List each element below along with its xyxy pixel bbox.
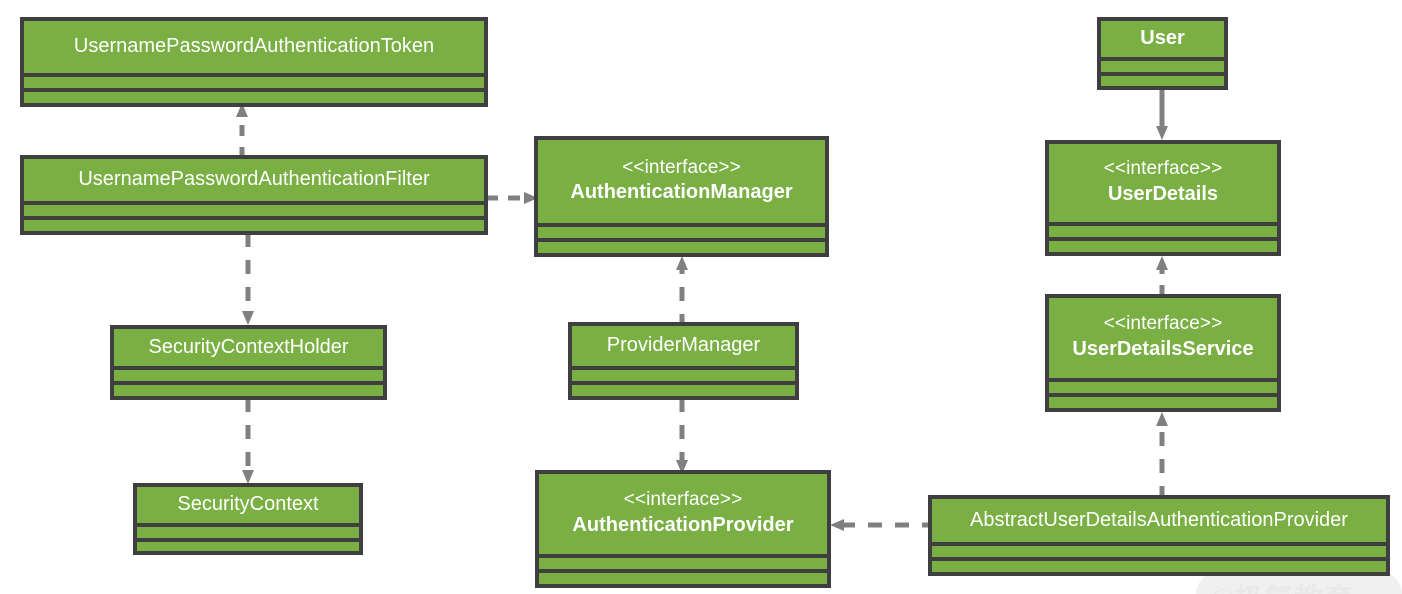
class-name: UserDetails	[1107, 182, 1219, 205]
attributes-compartment	[114, 366, 383, 381]
stereotype-label: <<interface>>	[623, 489, 743, 511]
operations-compartment	[538, 238, 825, 253]
connector-filter-to-token	[232, 100, 252, 158]
operations-compartment	[24, 88, 484, 103]
operations-compartment	[539, 569, 827, 584]
operations-compartment	[932, 557, 1386, 572]
class-box-user-details-service[interactable]: <<interface>> UserDetailsService	[1045, 294, 1281, 412]
connector-abstract-provider-to-user-details-service	[1152, 408, 1172, 500]
class-name: AuthenticationManager	[570, 181, 793, 204]
name-compartment: ProviderManager	[572, 326, 795, 366]
attributes-compartment	[1101, 57, 1224, 72]
class-box-abstract-user-details-authentication-provider[interactable]: AbstractUserDetailsAuthenticationProvide…	[928, 495, 1390, 576]
class-box-authentication-provider[interactable]: <<interface>> AuthenticationProvider	[535, 470, 831, 588]
class-box-security-context[interactable]: SecurityContext	[133, 483, 363, 555]
class-name: SecurityContext	[177, 493, 319, 515]
attributes-compartment	[932, 542, 1386, 557]
attributes-compartment	[137, 523, 359, 538]
class-name: AbstractUserDetailsAuthenticationProvide…	[970, 508, 1348, 531]
attributes-compartment	[24, 201, 484, 216]
operations-compartment	[114, 381, 383, 396]
name-compartment: SecurityContextHolder	[114, 329, 383, 366]
class-box-user[interactable]: User	[1097, 17, 1228, 90]
class-box-username-password-authentication-filter[interactable]: UsernamePasswordAuthenticationFilter	[20, 155, 488, 235]
class-name: SecurityContextHolder	[148, 335, 349, 358]
name-compartment: AbstractUserDetailsAuthenticationProvide…	[932, 499, 1386, 542]
attributes-compartment	[24, 73, 484, 88]
stereotype-label: <<interface>>	[1103, 158, 1223, 180]
connector-security-context-holder-to-security-context	[238, 398, 258, 488]
watermark-text: ©极氪教育	[1212, 575, 1354, 594]
class-box-provider-manager[interactable]: ProviderManager	[568, 322, 799, 400]
attributes-compartment	[1049, 222, 1277, 237]
operations-compartment	[1049, 237, 1277, 252]
class-name: UsernamePasswordAuthenticationFilter	[78, 168, 430, 190]
name-compartment: SecurityContext	[137, 487, 359, 523]
name-compartment: <<interface>> UserDetailsService	[1049, 298, 1277, 378]
connector-provider-manager-to-authentication-provider	[672, 398, 692, 476]
class-box-security-context-holder[interactable]: SecurityContextHolder	[110, 325, 387, 400]
class-box-authentication-manager[interactable]: <<interface>> AuthenticationManager	[534, 136, 829, 257]
operations-compartment	[24, 216, 484, 231]
attributes-compartment	[538, 223, 825, 238]
operations-compartment	[1101, 72, 1224, 87]
stereotype-label: <<interface>>	[1103, 313, 1223, 335]
operations-compartment	[1049, 393, 1277, 408]
name-compartment: User	[1101, 21, 1224, 57]
name-compartment: <<interface>> AuthenticationManager	[538, 140, 825, 223]
name-compartment: <<interface>> UserDetails	[1049, 144, 1277, 222]
class-name: AuthenticationProvider	[572, 513, 794, 536]
class-name: UsernamePasswordAuthenticationToken	[73, 35, 435, 57]
attributes-compartment	[539, 554, 827, 569]
name-compartment: <<interface>> AuthenticationProvider	[539, 474, 827, 554]
class-name: UserDetailsService	[1072, 337, 1254, 360]
stereotype-label: <<interface>>	[622, 156, 741, 178]
operations-compartment	[137, 538, 359, 553]
class-box-user-details[interactable]: <<interface>> UserDetails	[1045, 140, 1281, 256]
connector-abstract-provider-to-authentication-provider	[826, 515, 936, 535]
class-name: ProviderManager	[606, 334, 761, 356]
attributes-compartment	[1049, 378, 1277, 393]
connector-user-details-service-to-user-details	[1152, 253, 1172, 297]
connector-filter-to-authentication-manager	[486, 188, 540, 208]
class-name: User	[1140, 27, 1185, 49]
name-compartment: UsernamePasswordAuthenticationFilter	[24, 159, 484, 201]
attributes-compartment	[572, 366, 795, 381]
connector-provider-manager-to-authentication-manager	[672, 252, 692, 328]
name-compartment: UsernamePasswordAuthenticationToken	[24, 21, 484, 73]
connector-filter-to-security-context-holder	[238, 233, 258, 329]
connector-user-to-user-details	[1152, 88, 1172, 144]
operations-compartment	[572, 381, 795, 396]
class-box-username-password-authentication-token[interactable]: UsernamePasswordAuthenticationToken	[20, 17, 488, 107]
